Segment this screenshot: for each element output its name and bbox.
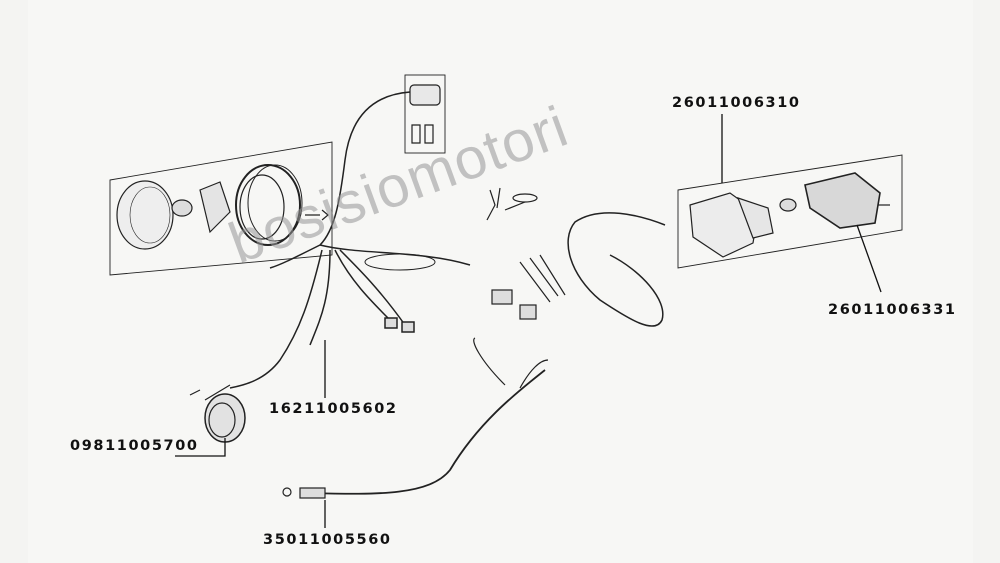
wiring-harness-drawing: [229, 91, 471, 389]
part-number-tail-light-assembly: 26011006310: [672, 95, 801, 111]
horn-drawing: [189, 384, 246, 443]
tail-light-bulb: [779, 198, 797, 212]
diagram-sheet: [28, 0, 973, 563]
part-number-speedometer-cable: 35011005560: [263, 532, 392, 548]
part-number-tail-light-lens: 26011006331: [828, 302, 957, 318]
headlight-group: [109, 141, 333, 276]
headlight-bulb: [171, 199, 193, 217]
speedometer-cable-drawing: [282, 337, 549, 499]
tail-light-lens-drawing: [804, 172, 881, 229]
rear-harness-drawing: [567, 212, 666, 327]
headlight-shell: [235, 164, 301, 246]
bulb-holder: [199, 181, 231, 234]
part-number-wiring-harness: 16211005602: [269, 401, 398, 417]
switch-group: [404, 74, 446, 154]
connectors: [486, 187, 566, 320]
headlight-bolt: [305, 209, 329, 221]
tail-light-housing: [689, 192, 759, 258]
leader-lines: [175, 114, 882, 528]
tail-light-group: [677, 154, 903, 269]
part-number-horn: 09811005700: [70, 438, 199, 454]
headlight-lens: [116, 180, 174, 250]
